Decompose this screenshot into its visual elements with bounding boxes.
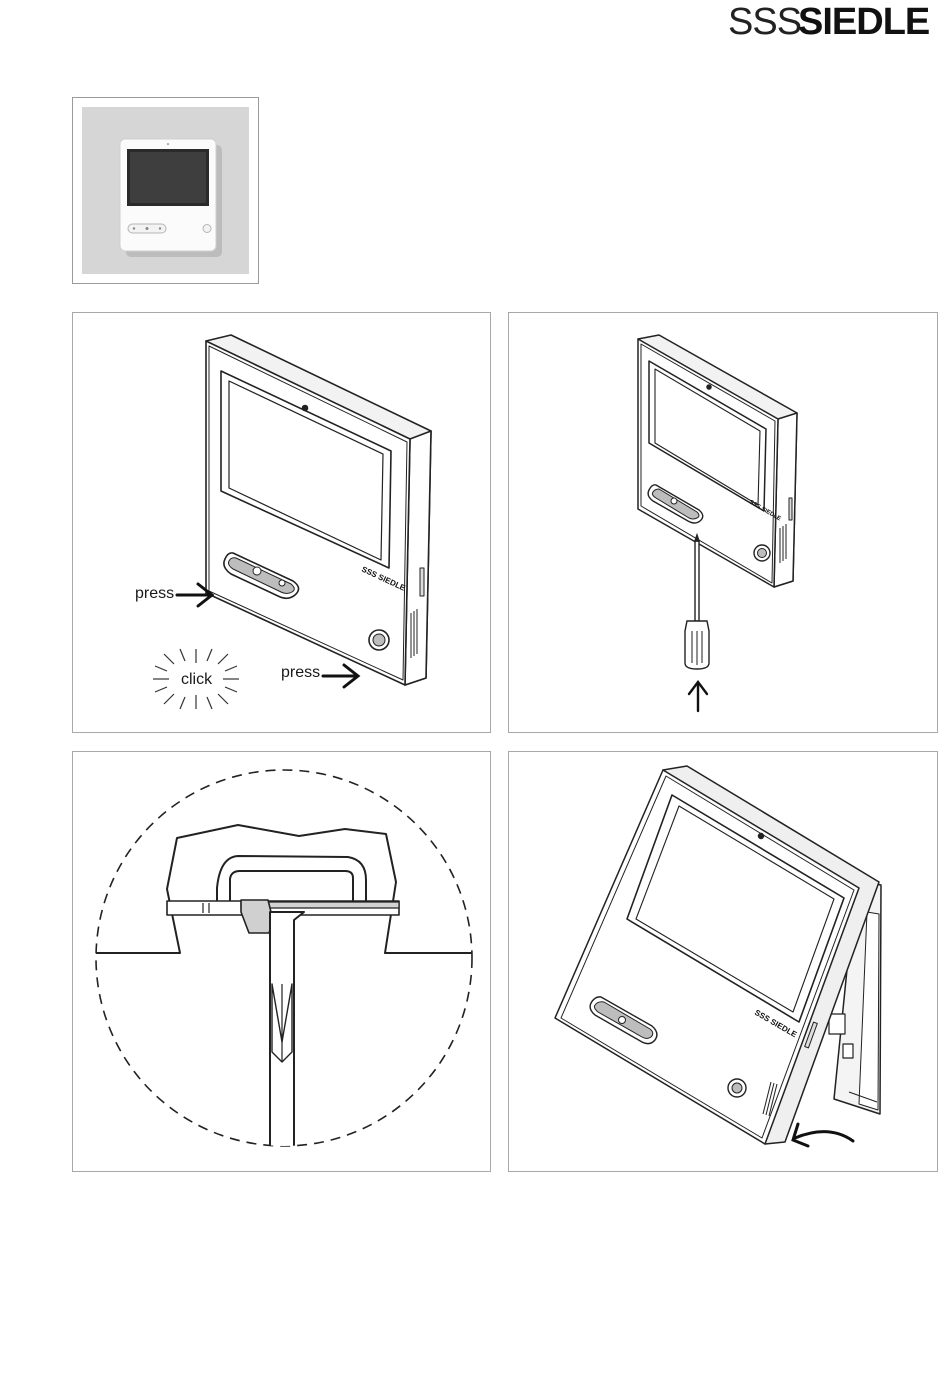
step-panel-screwdriver: SSS SIEDLE xyxy=(508,312,938,733)
thumbnail-background xyxy=(82,107,249,274)
arrow-right-icon xyxy=(323,665,358,687)
logo-name: SIEDLE xyxy=(798,0,929,44)
click-label: click xyxy=(181,671,213,688)
device-illustration: SSS SIEDLE xyxy=(206,335,431,685)
product-thumbnail xyxy=(72,97,259,284)
device-illustration: SSS SIEDLE xyxy=(555,766,881,1144)
step-panel-detail xyxy=(72,751,491,1172)
step-panel-press: SSS SIEDLE press press click xyxy=(72,312,491,733)
siedle-logo: SSS SIEDLE xyxy=(728,0,928,44)
screwdriver-icon xyxy=(685,535,709,669)
press-label-bottom: press xyxy=(281,664,320,681)
arrow-up-icon xyxy=(689,682,707,711)
curved-arrow-icon xyxy=(793,1124,853,1146)
device-illustration: SSS SIEDLE xyxy=(638,335,797,587)
step-panel-tilt: SSS SIEDLE xyxy=(508,751,938,1172)
logo-mark: SSS xyxy=(728,0,801,44)
detail-magnifier xyxy=(73,770,492,1172)
device-photo xyxy=(82,107,249,274)
press-label-left: press xyxy=(135,585,174,602)
